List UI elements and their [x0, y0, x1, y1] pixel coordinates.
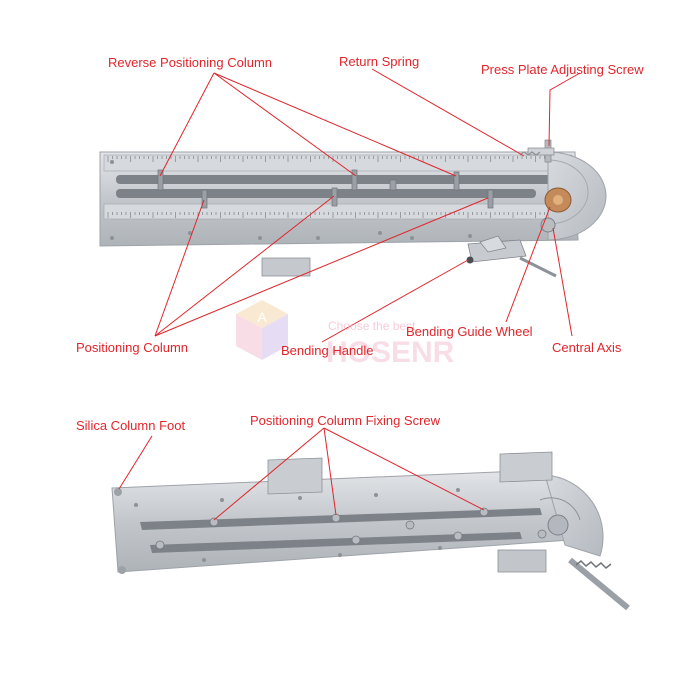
- label-silica-column-foot: Silica Column Foot: [76, 418, 186, 433]
- label-central-axis: Central Axis: [552, 340, 622, 355]
- watermark-logo: A: [236, 300, 288, 360]
- ruler-ticks: [107, 156, 563, 218]
- label-return-spring: Return Spring: [339, 54, 420, 69]
- watermark-brand: HOSENR: [326, 336, 455, 369]
- label-bending-guide-wheel: Bending Guide Wheel: [406, 324, 533, 339]
- label-bending-handle: Bending Handle: [281, 343, 374, 358]
- label-reverse-positioning-column: Reverse Positioning Column: [108, 55, 273, 70]
- top-bender-photo: [99, 139, 607, 278]
- bottom-bender-photo: [111, 451, 630, 611]
- watermark-tagline: Choose the best: [328, 319, 416, 333]
- label-positioning-column-fixing-screw: Positioning Column Fixing Screw: [250, 413, 441, 428]
- annotation-lines: [118, 68, 581, 521]
- watermark-logo-letter: A: [257, 309, 267, 325]
- label-press-plate-adjusting-screw: Press Plate Adjusting Screw: [481, 62, 644, 77]
- label-positioning-column: Positioning Column: [76, 340, 189, 355]
